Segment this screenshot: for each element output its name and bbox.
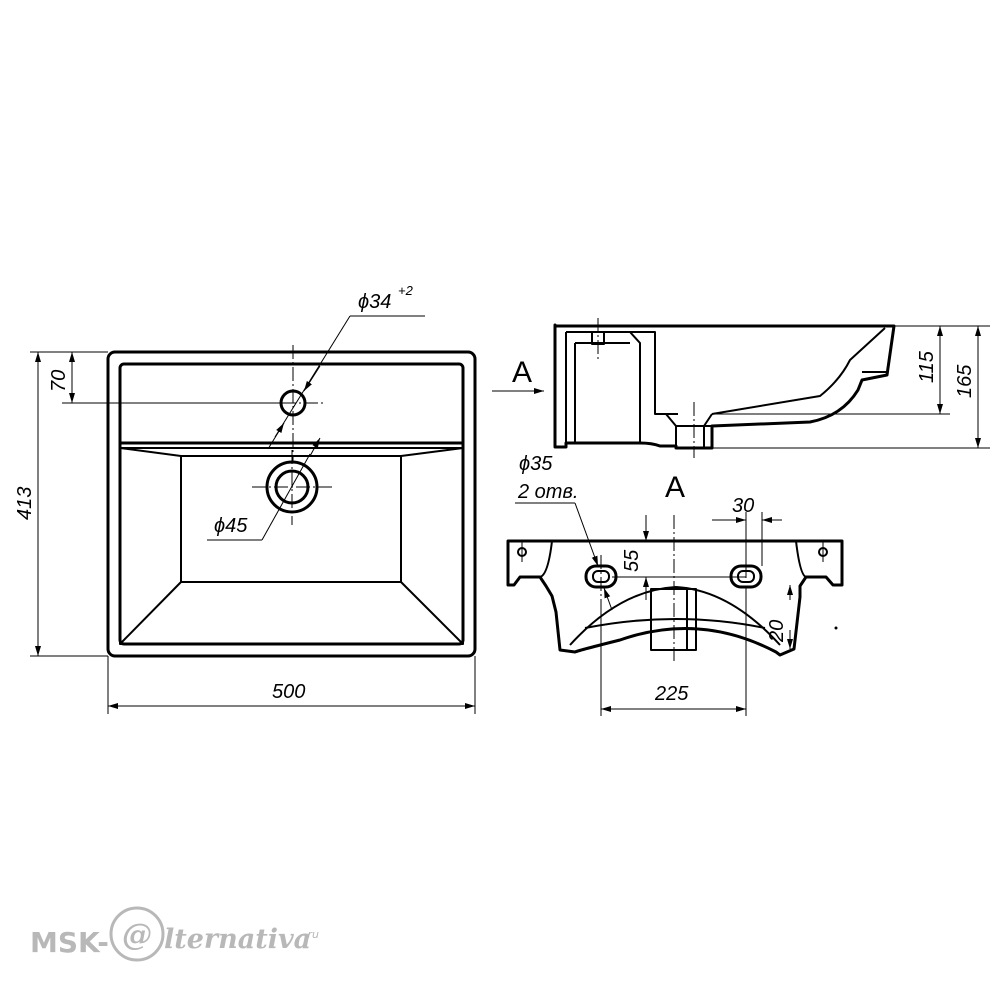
side-drain-neck — [665, 413, 713, 448]
rear-rim-left — [539, 540, 553, 578]
top-view: ϕ34 +2 ϕ45 70 413 500 — [14, 283, 477, 714]
phi45-leader-line — [261, 453, 311, 541]
bowl-corner-tr — [400, 447, 464, 457]
phi35-leader-line — [574, 502, 599, 567]
phi34-arrow-b — [267, 422, 285, 450]
phi34-arrow-a — [303, 365, 321, 392]
dim70-label: 70 — [48, 370, 70, 392]
bowl-bottom — [180, 455, 402, 583]
view-label-a: A — [665, 471, 685, 504]
dim225-label: 225 — [654, 683, 689, 705]
bowl-corner-br — [400, 581, 464, 645]
dim165-label: 165 — [954, 364, 976, 398]
logo-prefix: MSK- — [30, 926, 109, 959]
logo-domain: .ru — [304, 928, 319, 941]
section-marker-a: A — [512, 356, 532, 389]
bowl-corner-bl — [119, 581, 182, 645]
dim413-label: 413 — [14, 487, 36, 520]
bowl-corner-tl — [119, 447, 182, 457]
dim500-label: 500 — [272, 681, 305, 703]
phi35-label: ϕ35 — [519, 453, 553, 475]
bowl-outer — [119, 443, 464, 645]
stray-dot — [834, 626, 838, 630]
rear-view-a: A ϕ35 2 отв. 30 — [506, 453, 844, 716]
rear-rim-right — [795, 540, 807, 578]
side-lip-line — [574, 342, 630, 443]
phi34-leader-line — [274, 315, 351, 438]
dim115-label: 115 — [916, 350, 938, 383]
phi34-label: ϕ34 — [358, 291, 391, 313]
dim20-label: 20 — [766, 620, 788, 643]
phi35-count: 2 отв. — [517, 481, 578, 503]
side-front-lip — [629, 331, 641, 443]
rear-outer-profile — [506, 539, 844, 657]
rear-bowl-arc-inner — [584, 618, 766, 629]
dim55-label: 55 — [621, 549, 643, 572]
dim30-label: 30 — [732, 495, 754, 517]
phi45-arrow — [309, 437, 321, 457]
logo-at: @ — [122, 918, 152, 953]
side-view: A 115 165 — [492, 318, 990, 458]
logo-name: lternativa — [164, 924, 311, 955]
phi45-label: ϕ45 — [214, 515, 248, 537]
basin-outer-outline — [106, 350, 477, 658]
phi35-arrow-b — [603, 587, 613, 611]
logo-at-ring — [109, 906, 165, 962]
phi34-tolerance: +2 — [398, 283, 414, 298]
watermark-logo: MSK- @ lternativa .ru — [30, 906, 319, 962]
